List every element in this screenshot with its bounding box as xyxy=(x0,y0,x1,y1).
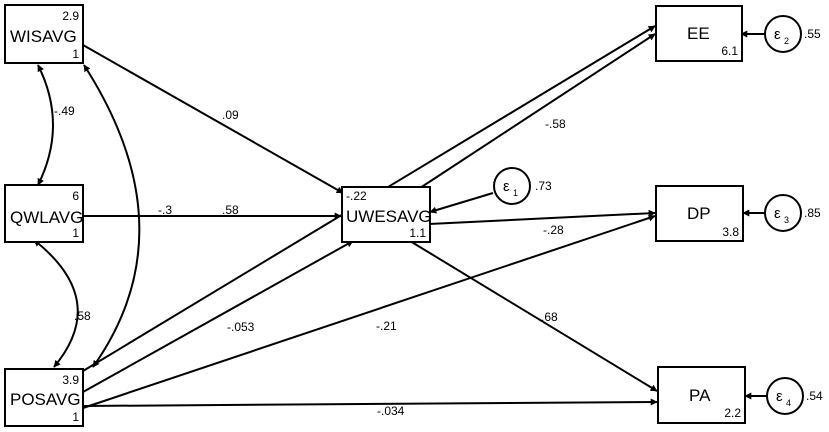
path-uwesavg-pa xyxy=(409,240,658,392)
coefficients: .09 .58 -.3 -.053 -.21 -.034 -.58 -.28 .… xyxy=(54,104,566,418)
e4-value: .54 xyxy=(806,389,823,403)
coef-pos-dp: -.21 xyxy=(376,319,397,333)
path-uwesavg-ee xyxy=(419,33,656,189)
e3-value: .85 xyxy=(804,206,821,220)
e1-symbol: ε xyxy=(503,178,510,195)
ee-label: EE xyxy=(687,24,710,43)
coef-uwes-ee: -.58 xyxy=(545,117,566,131)
cov-label-wis-qwl: -.49 xyxy=(54,104,75,118)
coef-pos-ee: -.3 xyxy=(158,203,172,217)
cov-wisavg-posavg xyxy=(83,64,141,368)
coef-wis-uwes: .09 xyxy=(222,108,239,122)
ee-intercept: 6.1 xyxy=(721,44,738,58)
coef-qwl-uwes: .58 xyxy=(222,203,239,217)
wisavg-variance: 1 xyxy=(72,47,79,61)
path-posavg-pa xyxy=(82,398,658,407)
dp-label: DP xyxy=(687,204,711,223)
node-pa[interactable]: PA 2.2 xyxy=(657,366,746,424)
dp-intercept: 3.8 xyxy=(722,225,739,239)
path-posavg-dp xyxy=(82,214,656,409)
node-ee[interactable]: EE 6.1 xyxy=(655,5,743,62)
pa-label: PA xyxy=(689,386,711,405)
path-posavg-uwesavg xyxy=(82,240,354,393)
node-posavg[interactable]: POSAVG 3.9 1 xyxy=(4,368,84,427)
e2-index: 2 xyxy=(784,36,789,46)
uwesavg-variance: 1.1 xyxy=(409,226,426,240)
e4-symbol: ε xyxy=(776,388,783,405)
node-dp[interactable]: DP 3.8 xyxy=(655,185,744,242)
path-e1-uwesavg xyxy=(429,192,494,214)
node-uwesavg[interactable]: UWESAVG -.22 1.1 xyxy=(341,186,432,243)
cov-wisavg-qwlavg xyxy=(37,64,54,186)
wisavg-label: WISAVG xyxy=(10,27,77,46)
uwesavg-intercept: -.22 xyxy=(346,189,367,203)
error-e1[interactable]: ε 1 .73 xyxy=(493,167,552,205)
error-e4[interactable]: ε 4 .54 xyxy=(766,377,823,415)
e2-symbol: ε xyxy=(774,26,781,43)
coef-pos-pa: -.034 xyxy=(377,404,405,418)
qwlavg-variance: 1 xyxy=(72,226,79,240)
node-wisavg[interactable]: WISAVG 2.9 1 xyxy=(4,4,84,64)
error-e3[interactable]: ε 3 .85 xyxy=(764,194,821,232)
e1-index: 1 xyxy=(513,188,518,198)
coef-pos-uwes: -.053 xyxy=(227,320,255,334)
uwesavg-label: UWESAVG xyxy=(346,207,432,226)
e3-index: 3 xyxy=(784,215,789,225)
posavg-label: POSAVG xyxy=(10,390,81,409)
e3-symbol: ε xyxy=(774,205,781,222)
e1-value: .73 xyxy=(535,179,552,193)
pa-intercept: 2.2 xyxy=(724,406,741,420)
coef-uwes-dp: -.28 xyxy=(543,223,564,237)
path-uwesavg-dp xyxy=(428,209,656,225)
posavg-variance: 1 xyxy=(72,410,79,424)
node-qwlavg[interactable]: QWLAVG 6 1 xyxy=(4,184,84,243)
error-e2[interactable]: ε 2 .55 xyxy=(764,15,821,53)
cov-label-qwl-pos: .58 xyxy=(74,309,91,323)
qwlavg-label: QWLAVG xyxy=(10,208,83,227)
e2-value: .55 xyxy=(804,27,821,41)
posavg-mean: 3.9 xyxy=(62,373,79,387)
coef-uwes-pa: .68 xyxy=(541,310,558,324)
wisavg-mean: 2.9 xyxy=(62,9,79,23)
cov-qwlavg-posavg xyxy=(33,239,79,368)
path-wisavg-uwesavg xyxy=(82,44,344,194)
e4-index: 4 xyxy=(786,398,791,408)
qwlavg-mean: 6 xyxy=(72,189,79,203)
